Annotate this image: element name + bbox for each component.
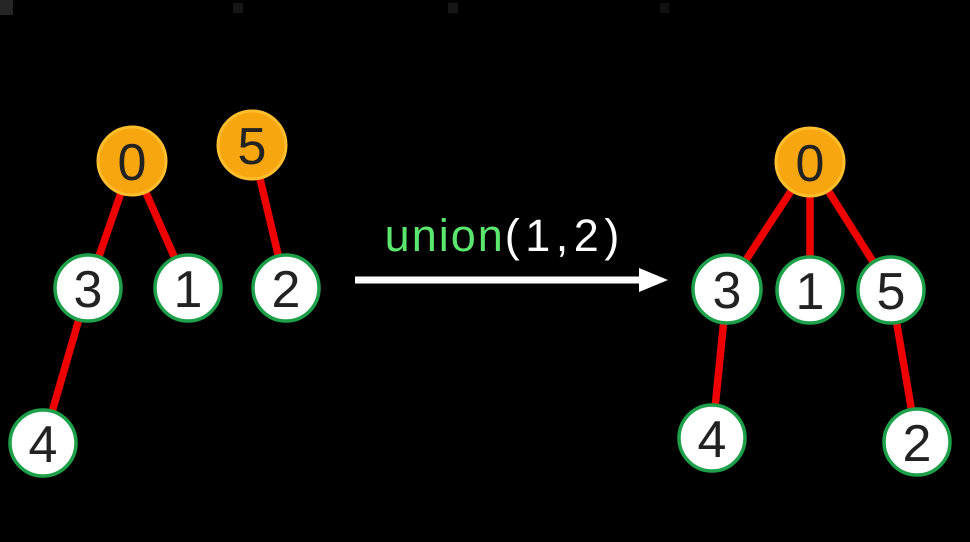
- root-node-circle: [216, 109, 288, 181]
- node-label: 3: [713, 262, 742, 320]
- node-label: 5: [877, 263, 906, 321]
- node-label: 4: [29, 416, 58, 474]
- video-artifact: [233, 3, 243, 13]
- node-label: 5: [238, 118, 267, 176]
- child-node-circle: [153, 253, 223, 323]
- node-label: 3: [74, 261, 103, 319]
- node-label: 2: [903, 415, 932, 473]
- child-node-circle: [856, 255, 926, 325]
- child-node-circle: [8, 408, 78, 478]
- root-node-circle: [774, 126, 846, 198]
- node-after-5: 5: [856, 255, 926, 325]
- child-node-circle: [677, 403, 747, 473]
- child-node-circle: [882, 407, 952, 477]
- arrow-head-icon: [639, 268, 668, 292]
- node-before-3: 3: [53, 253, 123, 323]
- node-before-1: 1: [153, 253, 223, 323]
- node-label: 1: [796, 263, 825, 321]
- node-before-2: 2: [251, 253, 321, 323]
- node-after-0: 0: [774, 126, 846, 198]
- node-label: 0: [118, 134, 147, 192]
- node-label: 1: [174, 261, 203, 319]
- node-label: 4: [698, 411, 727, 469]
- video-artifact: [448, 3, 458, 13]
- node-before-4: 4: [8, 408, 78, 478]
- node-after-4: 4: [677, 403, 747, 473]
- transition-arrow: [355, 268, 668, 292]
- child-node-circle: [251, 253, 321, 323]
- video-artifact: [0, 0, 13, 15]
- child-node-circle: [775, 255, 845, 325]
- node-before-0: 0: [96, 125, 168, 197]
- operation-label: union( 1 , 2 ): [352, 213, 652, 258]
- operation-function-name: union: [384, 210, 505, 261]
- child-node-circle: [691, 253, 763, 325]
- node-after-3: 3: [691, 253, 763, 325]
- forest-before: 0 5 3 1 2 4: [8, 109, 321, 478]
- node-after-2: 2: [882, 407, 952, 477]
- video-artifact: [660, 3, 669, 13]
- node-label: 2: [272, 261, 301, 319]
- operation-arguments: ( 1 , 2 ): [504, 210, 620, 261]
- node-label: 0: [796, 135, 825, 193]
- root-node-circle: [96, 125, 168, 197]
- node-before-5: 5: [216, 109, 288, 181]
- node-after-1: 1: [775, 255, 845, 325]
- child-node-circle: [53, 253, 123, 323]
